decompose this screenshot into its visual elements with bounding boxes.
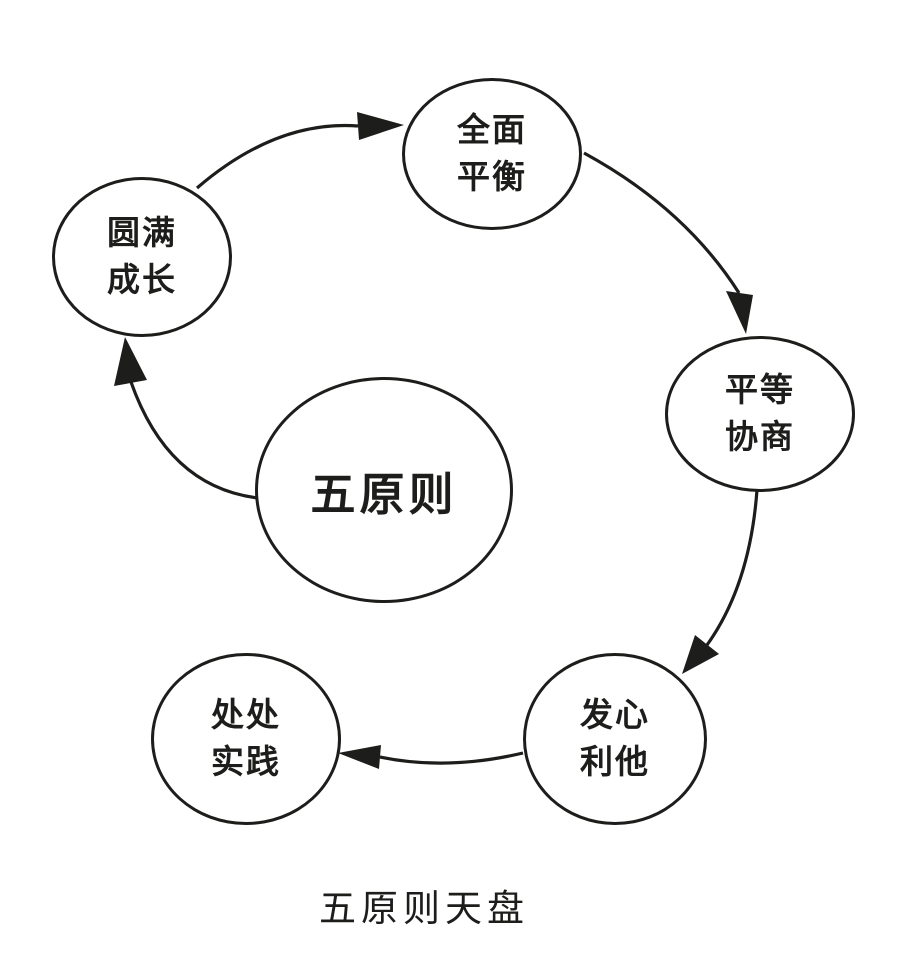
node-chuchu-shijian: 处处 实践 bbox=[151, 653, 341, 825]
node-label-line: 圆满 bbox=[107, 213, 177, 253]
node-label-line: 成长 bbox=[107, 260, 177, 299]
node-label-line: 利他 bbox=[580, 742, 650, 781]
arrow-quanmian-pingheng-to-pingdeng-xieshang bbox=[583, 151, 741, 294]
arrowhead-up-icon bbox=[114, 337, 147, 386]
node-faxin-lita: 发心 利他 bbox=[523, 653, 707, 825]
arrowhead-down-icon bbox=[726, 291, 753, 334]
node-label-line: 平衡 bbox=[457, 157, 527, 196]
center-node-label: 五原则 bbox=[310, 467, 458, 521]
node-label-line: 发心 bbox=[580, 695, 650, 735]
node-label-line: 处处 bbox=[211, 695, 281, 735]
arrow-pingdeng-xieshang-to-faxin-lita bbox=[705, 489, 759, 646]
node-label-line: 全面 bbox=[457, 110, 527, 150]
node-yuanman-chengzhang: 圆满 成长 bbox=[52, 177, 232, 337]
node-label-line: 平等 bbox=[725, 370, 795, 410]
diagram-caption: 五原则天盘 bbox=[319, 888, 529, 929]
node-label-line: 实践 bbox=[211, 742, 281, 781]
node-label-line: 协商 bbox=[725, 417, 795, 456]
arrow-wuyuanze-to-yuanman-chengzhang bbox=[129, 381, 259, 500]
node-wuyuanze: 五原则 bbox=[255, 377, 513, 603]
node-pingdeng-xieshang: 平等 协商 bbox=[665, 336, 855, 492]
arrowhead-downleft-icon bbox=[682, 635, 719, 674]
node-quanmian-pingheng: 全面 平衡 bbox=[402, 78, 582, 230]
arrowhead-right-icon bbox=[357, 112, 404, 140]
arrow-yuanman-chengzhang-to-quanmian-pingheng bbox=[195, 123, 359, 190]
arrowhead-left-icon bbox=[338, 745, 381, 769]
arrow-faxin-lita-to-chuchu-shijian bbox=[379, 751, 524, 765]
